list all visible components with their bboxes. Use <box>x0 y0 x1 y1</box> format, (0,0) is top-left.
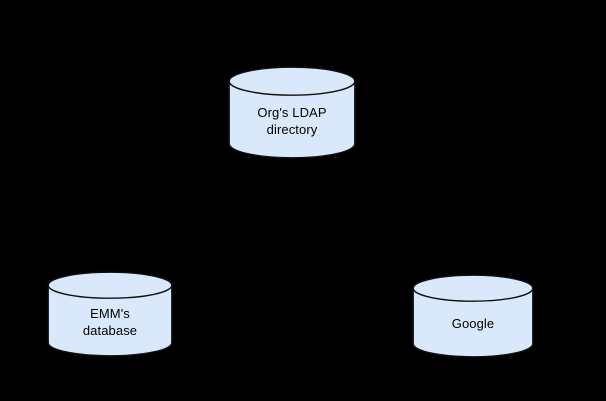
cylinder-top-cap <box>412 274 534 302</box>
cylinder-top-cap <box>228 66 356 96</box>
emms-database-cylinder[interactable]: EMM's database <box>47 271 173 357</box>
cylinder-icon <box>412 274 534 358</box>
google-cylinder[interactable]: Google <box>412 274 534 358</box>
orgs-ldap-directory-cylinder[interactable]: Org's LDAP directory <box>228 66 356 159</box>
cylinder-top-cap <box>47 271 173 299</box>
cylinder-icon <box>47 271 173 357</box>
cylinder-icon <box>228 66 356 159</box>
